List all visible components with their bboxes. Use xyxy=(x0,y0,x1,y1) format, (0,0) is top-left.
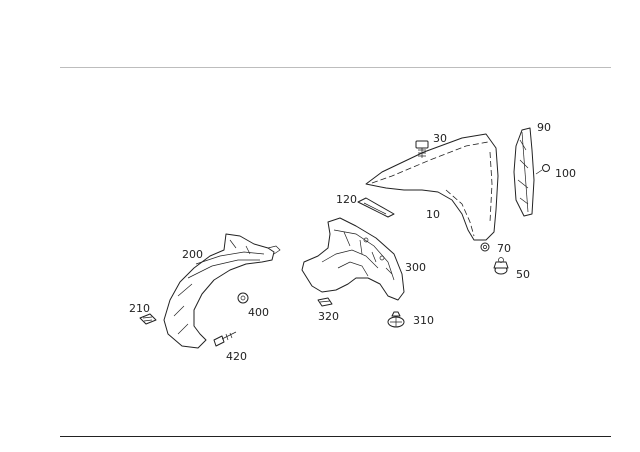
top-divider xyxy=(60,67,611,68)
label-210: 210 xyxy=(129,302,150,315)
part-120-seal[interactable] xyxy=(357,197,395,218)
part-30-screw[interactable] xyxy=(415,140,429,158)
part-70-clip[interactable] xyxy=(480,242,490,252)
part-320-clip[interactable] xyxy=(317,297,333,307)
part-200-arch-liner[interactable] xyxy=(163,233,281,349)
label-300: 300 xyxy=(405,261,426,274)
label-420: 420 xyxy=(226,350,247,363)
label-320: 320 xyxy=(318,310,339,323)
label-200: 200 xyxy=(182,248,203,261)
part-310-rivet[interactable] xyxy=(387,311,405,328)
part-420-screw[interactable] xyxy=(213,331,237,347)
label-100: 100 xyxy=(555,167,576,180)
label-120: 120 xyxy=(336,193,357,206)
label-400: 400 xyxy=(248,306,269,319)
label-10: 10 xyxy=(426,208,440,221)
label-310: 310 xyxy=(413,314,434,327)
bottom-divider xyxy=(60,436,611,437)
label-70: 70 xyxy=(497,242,511,255)
part-300-wheel-liner[interactable] xyxy=(301,217,405,301)
part-10-front-fender[interactable] xyxy=(365,133,499,241)
label-90: 90 xyxy=(537,121,551,134)
part-100-screw[interactable] xyxy=(535,164,550,175)
part-210-clip[interactable] xyxy=(139,313,157,325)
label-30: 30 xyxy=(433,132,447,145)
part-90-bracket[interactable] xyxy=(513,127,535,217)
part-400-nut[interactable] xyxy=(237,292,249,304)
part-50-nut[interactable] xyxy=(493,257,509,275)
label-50: 50 xyxy=(516,268,530,281)
